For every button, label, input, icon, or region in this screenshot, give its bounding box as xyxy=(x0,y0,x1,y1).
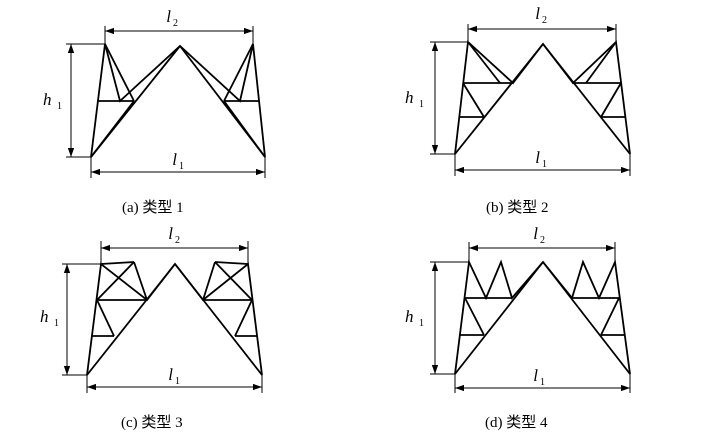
dimension-lines xyxy=(430,242,631,393)
panel-caption: (d) 类型 4 xyxy=(485,414,548,431)
top-span-subscript: 2 xyxy=(540,235,545,246)
truss-member xyxy=(223,43,254,102)
truss-member xyxy=(90,100,135,158)
bottom-span-label: l xyxy=(533,366,538,385)
truss-member xyxy=(467,41,501,84)
panel-type-1: l 2 l 1 h 1 (a) 类型 1 xyxy=(43,7,266,216)
height-subscript: 1 xyxy=(54,318,59,329)
truss-member xyxy=(454,43,544,155)
top-span-subscript: 2 xyxy=(175,235,180,246)
truss-type-1 xyxy=(90,43,266,158)
truss-member xyxy=(454,261,544,375)
truss-member xyxy=(542,261,631,375)
truss-member xyxy=(100,261,135,265)
truss-member xyxy=(133,261,148,301)
height-label: h xyxy=(405,307,414,326)
truss-member xyxy=(585,41,617,84)
bottom-span-label: l xyxy=(172,150,177,169)
bottom-span-subscript: 1 xyxy=(542,159,547,170)
panel-type-4: l 2 l 1 h 1 (d) 类型 4 xyxy=(405,224,631,431)
bottom-span-subscript: 1 xyxy=(179,161,184,172)
truss-type-4 xyxy=(454,258,631,375)
panel-type-2: l 2 l 1 h 1 (b) 类型 2 xyxy=(405,4,631,216)
truss-member xyxy=(462,82,485,118)
truss-member xyxy=(223,100,266,158)
panel-type-3: l 2 l 1 h 1 (c) 类型 3 xyxy=(40,224,263,431)
height-label: h xyxy=(405,88,414,107)
top-span-subscript: 2 xyxy=(173,18,178,29)
dimension-lines xyxy=(430,24,631,176)
height-label: h xyxy=(43,90,52,109)
panel-caption: (b) 类型 2 xyxy=(486,199,549,216)
truss-member xyxy=(202,261,216,301)
top-span-label: l xyxy=(168,224,173,243)
panel-caption: (a) 类型 1 xyxy=(122,199,184,216)
truss-member xyxy=(542,43,631,155)
truss-outline xyxy=(86,262,263,376)
truss-member xyxy=(464,297,485,336)
truss-member xyxy=(234,299,253,337)
top-span-label: l xyxy=(533,224,538,243)
height-subscript: 1 xyxy=(419,99,424,110)
top-span-label: l xyxy=(166,7,171,26)
truss-member xyxy=(214,261,253,301)
truss-member xyxy=(104,43,135,102)
truss-member xyxy=(86,263,176,376)
height-subscript: 1 xyxy=(419,318,424,329)
top-span-label: l xyxy=(535,4,540,23)
truss-member xyxy=(600,82,622,118)
bottom-span-label: l xyxy=(535,148,540,167)
dimension-lines xyxy=(66,26,266,178)
dimension-lines xyxy=(62,241,263,393)
truss-outline xyxy=(454,258,631,375)
top-span-subscript: 2 xyxy=(542,15,547,26)
truss-member xyxy=(600,297,620,336)
truss-type-3 xyxy=(86,261,263,376)
truss-member xyxy=(96,299,115,337)
truss-member xyxy=(96,261,135,301)
panel-caption: (c) 类型 3 xyxy=(121,414,183,431)
bottom-span-label: l xyxy=(168,365,173,384)
bottom-span-subscript: 1 xyxy=(540,377,545,388)
height-subscript: 1 xyxy=(57,101,62,112)
height-label: h xyxy=(40,307,49,326)
truss-member xyxy=(214,261,249,265)
bottom-span-subscript: 1 xyxy=(175,376,180,387)
truss-member xyxy=(174,263,263,376)
truss-type-2 xyxy=(454,40,631,155)
